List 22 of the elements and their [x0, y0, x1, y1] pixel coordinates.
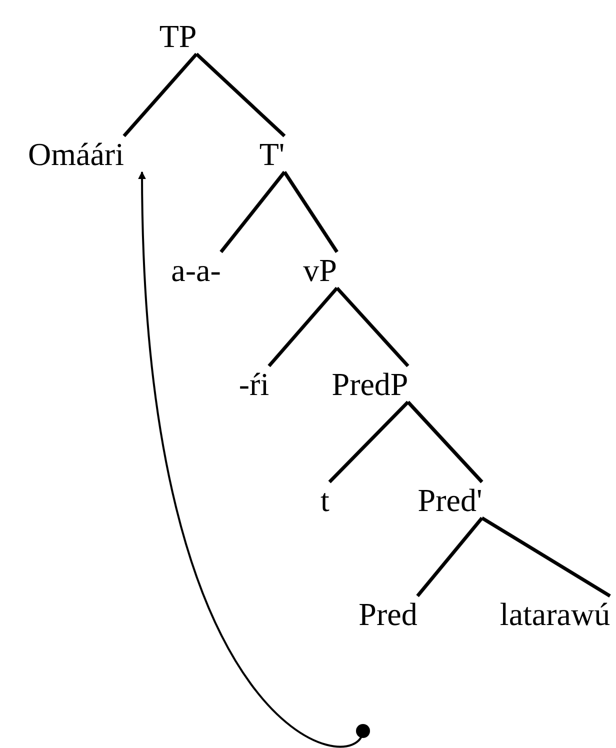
- tree-label: Omáári: [28, 136, 124, 172]
- tree-branch: [195, 52, 286, 138]
- tree-label: latarawú: [500, 596, 610, 632]
- tree-label: a-a-: [171, 252, 221, 288]
- tree-branch: [416, 516, 484, 598]
- tree-label: T': [259, 136, 285, 172]
- tree-branch: [283, 171, 338, 253]
- movement-arrow: [138, 171, 370, 748]
- tree-branch: [268, 286, 338, 368]
- tree-label: Pred': [418, 482, 482, 518]
- tree-label: vP: [303, 252, 337, 288]
- tree-label: PredP: [332, 366, 408, 402]
- tree-branch: [122, 52, 198, 138]
- tree-label: t: [320, 482, 330, 518]
- tree-label: TP: [159, 18, 197, 54]
- tree-branch: [406, 400, 484, 484]
- tree-branch: [220, 170, 286, 254]
- tree-label: Pred: [358, 596, 418, 632]
- tree-branch: [328, 400, 410, 484]
- tree-label: -ŕi: [238, 366, 270, 402]
- tree-branch: [481, 516, 611, 598]
- tree-branch: [336, 286, 410, 368]
